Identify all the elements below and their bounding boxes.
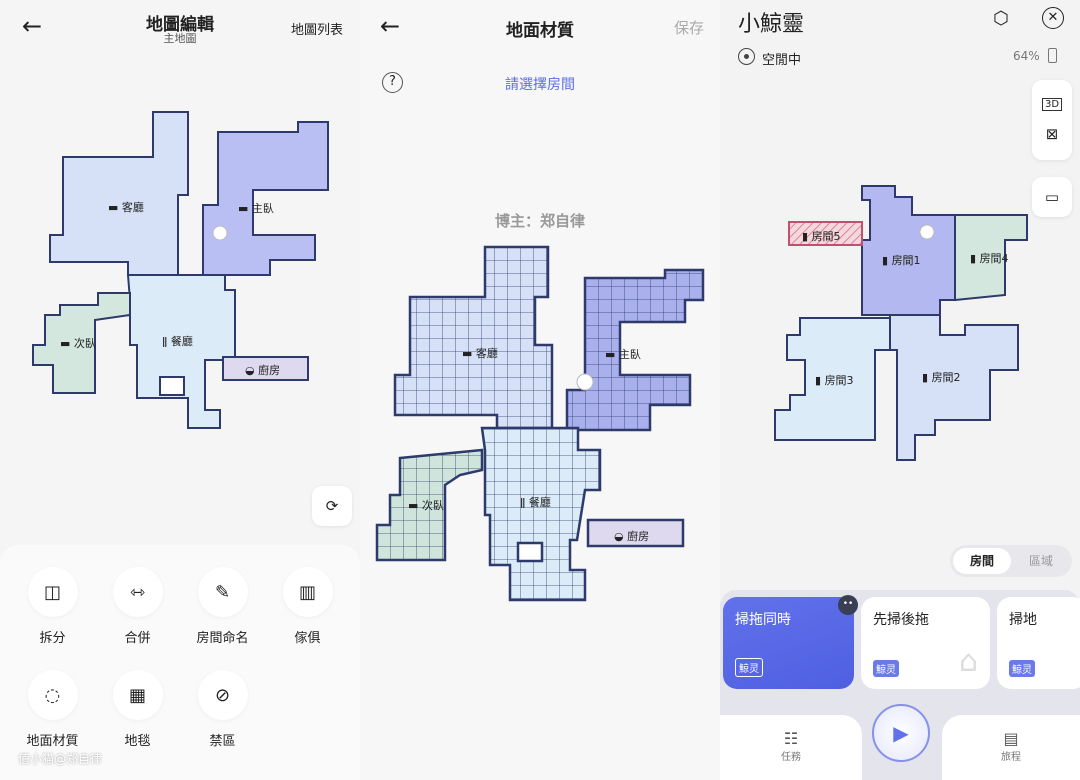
tool-label: 禁區	[209, 734, 236, 749]
tool-label: 地毯	[124, 734, 151, 749]
close-button[interactable]: ✕	[1042, 7, 1064, 29]
settings-button[interactable]: ⬡	[993, 8, 1009, 29]
back-button[interactable]: ←	[380, 12, 401, 40]
split-icon: ◫	[27, 567, 78, 617]
tool-label: 合併	[124, 631, 151, 646]
blogger-watermark: 博主：郑自律	[494, 212, 585, 230]
page-title: 地圖編輯	[146, 15, 214, 35]
tool-sheet: ◫ 拆分 ⇿ 合併 ✎ 房間命名 ▥ 傢俱 ◌ 地面材質 ▦ 地毯 ⊘ 禁區 值小猫@郑自律	[0, 545, 360, 780]
view-toggle-group: 3D ⊠	[1032, 80, 1072, 160]
tasks-tab[interactable]: ☷ 任務	[720, 715, 862, 780]
more-options-icon[interactable]: ••	[838, 595, 858, 615]
floor-material-icon: ◌	[27, 670, 78, 720]
floor-material-tool[interactable]: ◌ 地面材質	[10, 670, 95, 750]
merge-icon: ⇿	[112, 567, 163, 617]
3d-view-icon[interactable]: 3D	[1041, 97, 1063, 111]
mode-card-sweep-then-mop[interactable]: 先掃後拖 鯨灵 ⌂	[861, 597, 990, 689]
robot-icon: ▭	[1044, 188, 1060, 206]
mode-badge: 鯨灵	[1009, 660, 1035, 677]
close-icon: ✕	[1047, 10, 1059, 25]
robot-name: 小鯨靈	[738, 12, 805, 37]
play-icon: ▶	[893, 721, 909, 745]
split-tool[interactable]: ◫ 拆分	[10, 567, 95, 647]
start-button[interactable]: ▶	[872, 704, 930, 762]
help-icon[interactable]: ?	[382, 72, 403, 93]
rotate-icon: ⟳	[325, 497, 339, 515]
map-view-icon[interactable]: ⊠	[1045, 124, 1059, 143]
select-room-prompt: 請選擇房間	[505, 77, 575, 93]
broom-icon: ⌂	[958, 644, 978, 679]
furniture-icon: ▥	[282, 567, 333, 617]
map-list-link[interactable]: 地圖列表	[291, 23, 344, 38]
history-label: 旅程	[1001, 752, 1021, 763]
tool-label: 房間命名	[196, 631, 249, 646]
no-go-zone-tool[interactable]: ⊘ 禁區	[180, 670, 265, 750]
tool-label: 拆分	[39, 631, 66, 646]
history-tab[interactable]: ▤ 旅程	[942, 715, 1080, 780]
map-edit-screen: ← 地圖編輯 主地圖 地圖列表 ⟳ ◫ 拆分 ⇿ 合併 ✎ 房間命名 ▥ 傢俱 ◌ 地面材…	[0, 0, 360, 780]
no-go-icon: ⊘	[197, 670, 248, 720]
tasks-icon: ☷	[783, 729, 799, 748]
mode-card-mop-sweep[interactable]: 掃拖同時 鯨灵 ••	[723, 595, 858, 689]
mode-label: 先掃後拖	[873, 612, 929, 628]
mode-badge: 鯨灵	[873, 660, 899, 677]
tool-label: 傢俱	[294, 631, 321, 646]
tasks-label: 任務	[781, 752, 801, 763]
watermark: 值小猫@郑自律	[18, 752, 103, 766]
carpet-icon: ▦	[112, 670, 163, 720]
battery-level: 64%	[1013, 49, 1040, 63]
status-icon	[738, 48, 755, 65]
tool-label: 地面材質	[26, 734, 79, 749]
carpet-tool[interactable]: ▦ 地毯	[95, 670, 180, 750]
merge-tool[interactable]: ⇿ 合併	[95, 567, 180, 647]
segment-room[interactable]: 房間	[953, 548, 1011, 574]
floor-material-screen: ← 地面材質 保存 ? 請選擇房間 博主：郑自律	[360, 0, 720, 780]
rotate-map-button[interactable]: ⟳	[312, 486, 352, 526]
furniture-tool[interactable]: ▥ 傢俱	[265, 567, 350, 647]
room-area-segment: 房間 區域	[950, 545, 1072, 577]
page-title: 地面材質	[506, 21, 574, 41]
mode-badge: 鯨灵	[735, 658, 763, 677]
history-icon: ▤	[1003, 729, 1019, 748]
rename-tool[interactable]: ✎ 房間命名	[180, 567, 265, 647]
battery-icon	[1048, 48, 1057, 63]
mode-label: 掃拖同時	[735, 612, 791, 628]
robot-view-button[interactable]: ▭	[1032, 177, 1072, 217]
hexagon-settings-icon: ⬡	[993, 8, 1009, 29]
rename-icon: ✎	[197, 567, 248, 617]
segment-area[interactable]: 區域	[1028, 554, 1053, 568]
back-button[interactable]: ←	[22, 12, 43, 40]
mode-label: 掃地	[1009, 612, 1037, 628]
robot-home-screen: 小鯨靈 ⬡ ✕ 空閒中 64% 3D ⊠ ▭ 房間 區域 掃拖同時 鯨灵 •• 先…	[720, 0, 1080, 780]
page-subtitle: 主地圖	[163, 32, 197, 45]
mode-card-sweep[interactable]: 掃地 鯨灵	[997, 597, 1080, 689]
robot-status: 空閒中	[762, 53, 802, 68]
save-button[interactable]: 保存	[674, 19, 705, 37]
